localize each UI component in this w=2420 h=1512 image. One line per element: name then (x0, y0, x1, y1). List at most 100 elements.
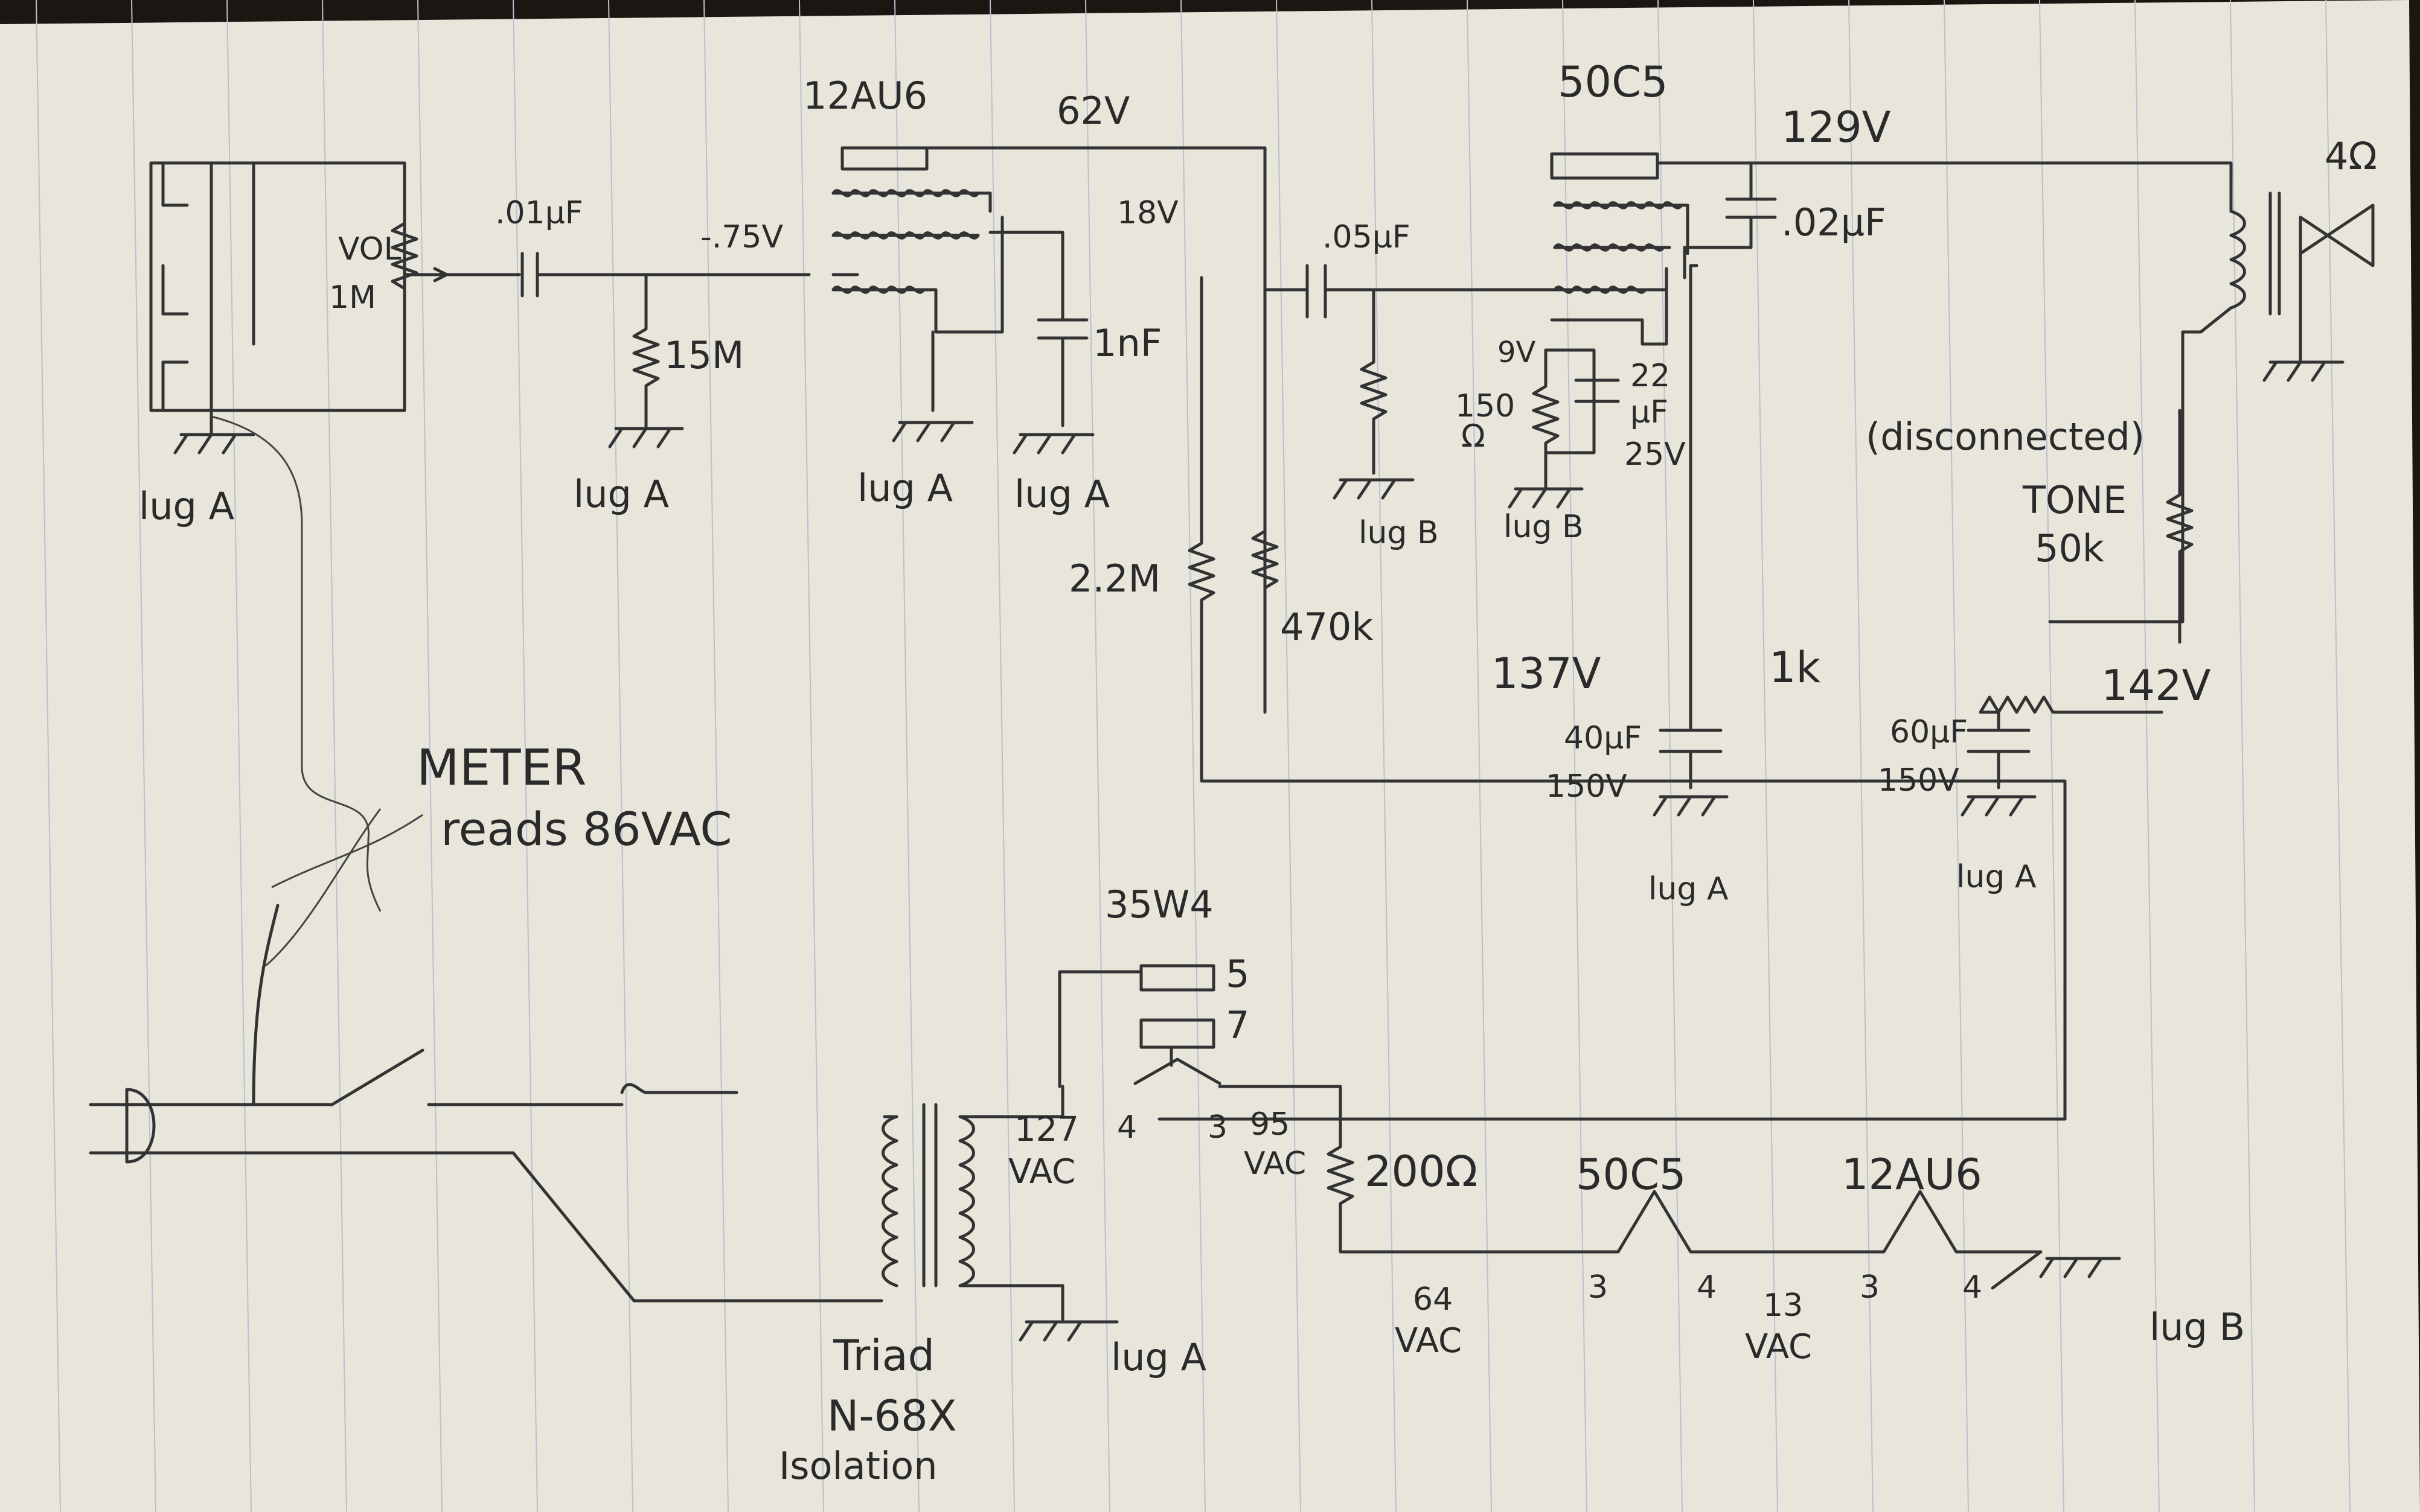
ground-label-lug-a1: lug A (139, 484, 234, 528)
coupling-cap-01 (520, 252, 811, 298)
paper-rule-line (799, 0, 824, 1512)
paper-rule-line (990, 0, 1015, 1512)
paper-rule-line (608, 0, 633, 1512)
resistor-470k (1251, 529, 1279, 590)
paper-rule-line (131, 0, 156, 1512)
label-cap-60-voltage: 150V (1878, 762, 1959, 799)
label-tone-value: 50k (2035, 526, 2104, 570)
heater-127: 127 (1014, 1110, 1079, 1149)
tube-label-50c5-fil: 50C5 (1576, 1150, 1686, 1199)
voltage-129v: 129V (1781, 103, 1891, 152)
cap-1nf (988, 231, 1095, 455)
schematic-wiring (89, 146, 2375, 1342)
ground-label-lug-b1: lug B (1359, 515, 1439, 551)
rectifier-pin-5: 5 (1226, 952, 1249, 996)
heater-pin-4a: 4 (1697, 1269, 1717, 1306)
meter-title: METER (417, 739, 586, 797)
transformer-label-3: Isolation (779, 1444, 938, 1488)
tube-35w4-plate (1139, 964, 1215, 992)
resistor-2-2m (1157, 276, 2067, 1121)
isolation-transformer (882, 1085, 1119, 1342)
paper-rule-line (1085, 0, 1110, 1512)
ground-label-lug-a2: lug A (574, 472, 669, 516)
paper-rule-line (1180, 0, 1206, 1512)
cap-02 (1683, 161, 1777, 714)
label-cap-22: 22 (1630, 358, 1670, 394)
heater-127-unit: VAC (1008, 1152, 1075, 1191)
paper-rule-line (1848, 0, 1874, 1512)
label-r-2-2m: 2.2M (1069, 557, 1160, 601)
label-r-470k: 470k (1280, 605, 1373, 649)
voltage-142v: 142V (2101, 661, 2211, 710)
heater-pin-3b: 3 (1860, 1269, 1880, 1306)
paper-rule-line (2325, 0, 2351, 1512)
heater-tap-4: 4 (1117, 1109, 1137, 1146)
label-cap-22-unit: μF (1630, 394, 1668, 430)
line-plug (89, 1048, 883, 1303)
ground-label-lug-a3: lug A (857, 466, 953, 510)
ground-label-lug-a6: lug A (1956, 859, 2037, 895)
cap-40uf (1653, 710, 1729, 817)
input-jack-block (149, 161, 406, 412)
heater-string (1218, 1085, 2121, 1290)
rectifier-pin-7: 7 (1226, 1003, 1249, 1047)
paper-rule-line (1276, 0, 1301, 1512)
label-r-1k: 1k (1769, 643, 1821, 692)
resistor-15m (632, 273, 660, 424)
speaker-icon (2262, 203, 2375, 382)
volume-pot (391, 222, 418, 290)
transformer-label-2: N-68X (827, 1391, 957, 1441)
heater-64-unit: VAC (1395, 1321, 1462, 1360)
ground-label-lug-a5: lug A (1648, 871, 1729, 907)
paper-rule-line (1562, 0, 1587, 1512)
tube-label-35w4: 35W4 (1105, 882, 1214, 927)
label-cap-1nf: 1nF (1093, 321, 1162, 365)
label-vol: VOL (338, 231, 402, 267)
heater-pin-3a: 3 (1588, 1269, 1608, 1306)
transformer-label-1: Triad (833, 1331, 935, 1380)
tube-50c5-heater (1550, 152, 1659, 180)
paper-rule-line (1944, 0, 1969, 1512)
label-r-150-unit: Ω (1461, 418, 1485, 455)
label-cap-22-voltage: 25V (1624, 436, 1686, 473)
heater-13: 13 (1763, 1287, 1803, 1324)
label-cap-60: 60μF (1890, 714, 1968, 750)
tube-12au6-heater (840, 146, 929, 171)
label-cap-40-voltage: 150V (1546, 768, 1627, 805)
paper-rule-line (513, 0, 538, 1512)
paper-rule-line (894, 0, 920, 1512)
tube-label-12au6-fil: 12AU6 (1842, 1150, 1982, 1199)
heater-13-unit: VAC (1745, 1327, 1812, 1367)
tube-label-12au6-top: 12AU6 (803, 74, 927, 118)
paper-rule-line (2134, 0, 2160, 1512)
paper-rule-line (417, 0, 443, 1512)
ground-label-lug-a4: lug A (1014, 472, 1110, 516)
heater-95: 95 (1250, 1106, 1290, 1143)
ground-label-lug-b2: lug B (1503, 509, 1584, 545)
label-cap-40: 40μF (1564, 720, 1642, 756)
paper-rule-line (1371, 0, 1397, 1512)
heater-64: 64 (1413, 1281, 1453, 1318)
voltage-62v: 62V (1057, 89, 1130, 133)
tone-pot (1979, 409, 2194, 714)
coupling-cap-05 (1263, 264, 1662, 319)
paper-rule-line (226, 0, 252, 1512)
voltage-neg075: -.75V (700, 219, 783, 255)
ground-label-lug-b3: lug B (2150, 1305, 2245, 1349)
label-vol-value: 1M (329, 279, 376, 316)
heater-95-unit: VAC (1244, 1146, 1306, 1182)
paper-rule-line (36, 0, 61, 1512)
paper-rule-line (2230, 0, 2255, 1512)
paper-rule-line (1657, 0, 1683, 1512)
meter-reading: reads 86VAC (441, 802, 732, 856)
paper-rule-line (1467, 0, 1492, 1512)
paper-rule-line (703, 0, 729, 1512)
label-r-15m: 15M (664, 333, 744, 377)
heater-pin-4b: 4 (1962, 1269, 1982, 1306)
label-cap-02: .02μF (1781, 200, 1886, 244)
paper-rule-line (1753, 0, 1778, 1512)
label-cap-05: .05μF (1322, 219, 1410, 255)
label-speaker-impedance: 4Ω (2325, 134, 2377, 178)
